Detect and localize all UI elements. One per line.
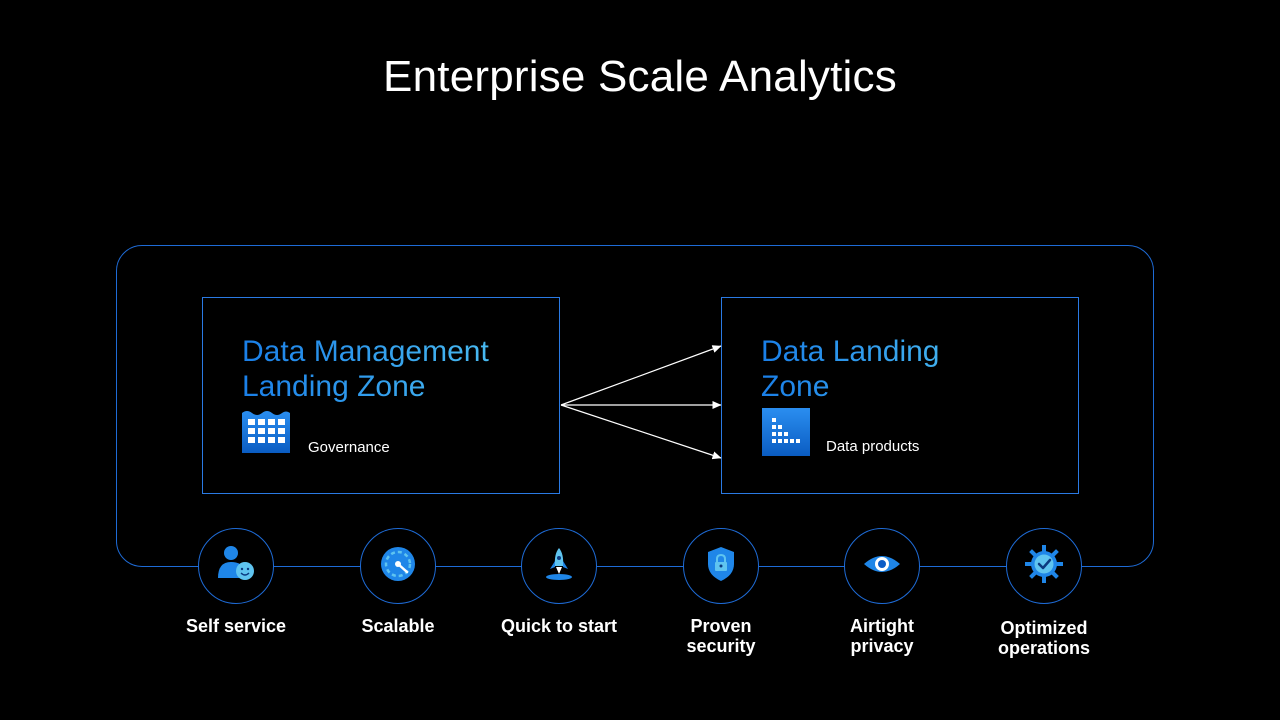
arrow-bottom xyxy=(560,404,722,460)
feature-label: Scalable xyxy=(318,616,478,636)
feature-label-line2: operations xyxy=(997,638,1090,658)
feature-circle xyxy=(360,528,436,604)
data-products-icon xyxy=(762,408,810,461)
shield-lock-icon xyxy=(701,544,741,589)
feature-circle xyxy=(198,528,274,604)
feature-circle xyxy=(683,528,759,604)
feature-label: Airtight privacy xyxy=(802,616,962,656)
feature-label-line2: security xyxy=(686,636,756,656)
zone-subtitle: Governance xyxy=(308,439,390,456)
data-landing-zone[interactable]: Data Landing Zone Data products xyxy=(721,297,1079,494)
analytics-frame xyxy=(116,245,1154,567)
gear-check-icon xyxy=(1024,544,1064,589)
feature-circle xyxy=(844,528,920,604)
feature-label: Optimized operations xyxy=(964,618,1124,658)
feature-label: Quick to start xyxy=(479,616,639,636)
feature-label: Self service xyxy=(156,616,316,636)
feature-label-line1: Airtight xyxy=(850,616,914,636)
feature-label-line1: Optimized xyxy=(1000,618,1088,638)
feature-circle xyxy=(521,528,597,604)
feature-label-line1: Quick to start xyxy=(500,616,618,636)
feature-label-line1: Self service xyxy=(185,616,287,636)
data-management-landing-zone[interactable]: Data Management Landing Zone Governance xyxy=(202,297,560,494)
feature-label: Proven security xyxy=(641,616,801,656)
feature-label-line1: Scalable xyxy=(361,616,435,636)
arrow-top xyxy=(560,345,722,406)
feature-label-line2: privacy xyxy=(850,636,914,656)
feature-circle xyxy=(1006,528,1082,604)
eye-icon xyxy=(862,544,902,589)
zone-subtitle: Data products xyxy=(826,438,920,455)
user-smile-icon xyxy=(216,544,256,589)
governance-grid-icon xyxy=(241,409,291,458)
rocket-icon xyxy=(539,544,579,589)
gauge-icon xyxy=(378,544,418,589)
page-title: Enterprise Scale Analytics xyxy=(383,52,897,101)
feature-label-line1: Proven xyxy=(690,616,752,636)
